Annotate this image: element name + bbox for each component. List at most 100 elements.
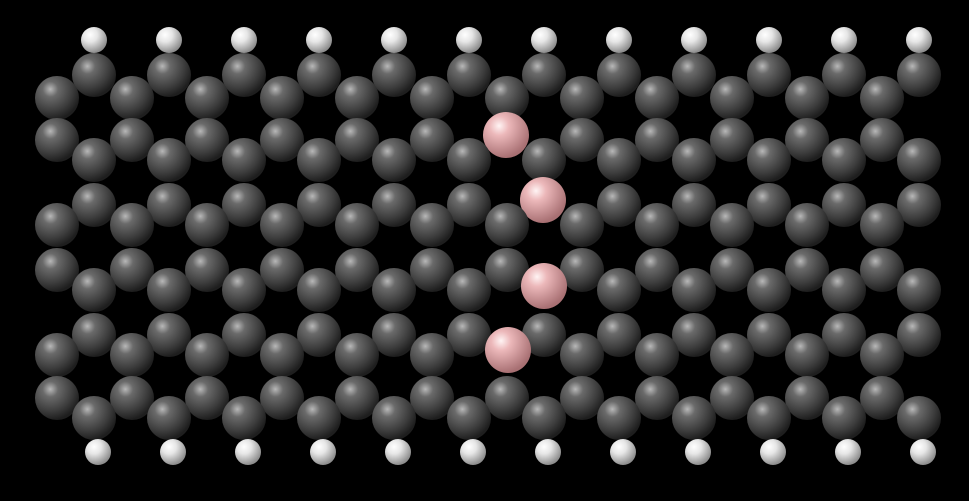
carbon-atom <box>635 76 679 120</box>
carbon-atom <box>185 248 229 292</box>
carbon-atom <box>522 138 566 182</box>
hydrogen-atom <box>306 27 332 53</box>
carbon-atom <box>147 396 191 440</box>
hydrogen-atom <box>606 27 632 53</box>
carbon-atom <box>485 376 529 420</box>
carbon-atom <box>597 138 641 182</box>
carbon-atom <box>297 313 341 357</box>
carbon-atom <box>410 376 454 420</box>
carbon-atom <box>597 396 641 440</box>
carbon-atom <box>522 313 566 357</box>
carbon-atom <box>522 53 566 97</box>
hydrogen-atom <box>460 439 486 465</box>
carbon-atom <box>860 376 904 420</box>
hydrogen-atom <box>906 27 932 53</box>
carbon-atom <box>297 396 341 440</box>
carbon-atom <box>672 183 716 227</box>
carbon-atom <box>410 203 454 247</box>
carbon-atom <box>110 376 154 420</box>
dopant-atom <box>520 177 566 223</box>
carbon-atom <box>222 313 266 357</box>
carbon-atom <box>447 138 491 182</box>
hydrogen-atom <box>235 439 261 465</box>
carbon-atom <box>147 313 191 357</box>
hydrogen-atom <box>756 27 782 53</box>
carbon-atom <box>560 76 604 120</box>
carbon-atom <box>560 118 604 162</box>
carbon-atom <box>860 248 904 292</box>
carbon-atom <box>110 333 154 377</box>
carbon-atom <box>710 118 754 162</box>
carbon-atom <box>897 313 941 357</box>
hydrogen-atom <box>760 439 786 465</box>
carbon-atom <box>72 396 116 440</box>
carbon-atom <box>185 333 229 377</box>
carbon-atom <box>597 268 641 312</box>
carbon-atom <box>410 248 454 292</box>
carbon-atom <box>447 268 491 312</box>
carbon-atom <box>897 268 941 312</box>
carbon-atom <box>35 118 79 162</box>
carbon-atom <box>560 248 604 292</box>
carbon-atom <box>372 313 416 357</box>
hydrogen-atom <box>681 27 707 53</box>
atom-layer <box>35 27 941 465</box>
carbon-atom <box>747 268 791 312</box>
carbon-atom <box>785 376 829 420</box>
carbon-atom <box>35 333 79 377</box>
carbon-atom <box>897 183 941 227</box>
carbon-atom <box>822 396 866 440</box>
carbon-atom <box>822 138 866 182</box>
carbon-atom <box>447 313 491 357</box>
carbon-atom <box>35 203 79 247</box>
carbon-atom <box>297 183 341 227</box>
carbon-atom <box>110 248 154 292</box>
carbon-atom <box>597 53 641 97</box>
carbon-atom <box>222 138 266 182</box>
carbon-atom <box>747 138 791 182</box>
carbon-atom <box>147 268 191 312</box>
carbon-atom <box>372 183 416 227</box>
carbon-atom <box>260 118 304 162</box>
carbon-atom <box>372 138 416 182</box>
dopant-atom <box>483 112 529 158</box>
carbon-atom <box>710 203 754 247</box>
carbon-atom <box>185 118 229 162</box>
carbon-atom <box>860 76 904 120</box>
carbon-atom <box>560 376 604 420</box>
carbon-atom <box>447 53 491 97</box>
carbon-atom <box>822 183 866 227</box>
carbon-atom <box>260 203 304 247</box>
carbon-atom <box>560 203 604 247</box>
hydrogen-atom <box>685 439 711 465</box>
carbon-atom <box>222 268 266 312</box>
carbon-atom <box>35 76 79 120</box>
carbon-atom <box>785 203 829 247</box>
carbon-atom <box>260 76 304 120</box>
carbon-atom <box>560 333 604 377</box>
carbon-atom <box>110 76 154 120</box>
carbon-atom <box>260 333 304 377</box>
carbon-atom <box>335 333 379 377</box>
carbon-atom <box>335 76 379 120</box>
carbon-atom <box>672 138 716 182</box>
carbon-atom <box>72 138 116 182</box>
carbon-atom <box>260 376 304 420</box>
carbon-atom <box>335 248 379 292</box>
carbon-atom <box>860 333 904 377</box>
carbon-atom <box>635 333 679 377</box>
carbon-atom <box>635 248 679 292</box>
carbon-atom <box>410 76 454 120</box>
carbon-atom <box>335 376 379 420</box>
carbon-atom <box>747 396 791 440</box>
carbon-atom <box>785 333 829 377</box>
carbon-atom <box>672 268 716 312</box>
hydrogen-atom <box>160 439 186 465</box>
carbon-atom <box>335 118 379 162</box>
carbon-atom <box>635 376 679 420</box>
carbon-atom <box>860 203 904 247</box>
hydrogen-atom <box>456 27 482 53</box>
hydrogen-atom <box>381 27 407 53</box>
